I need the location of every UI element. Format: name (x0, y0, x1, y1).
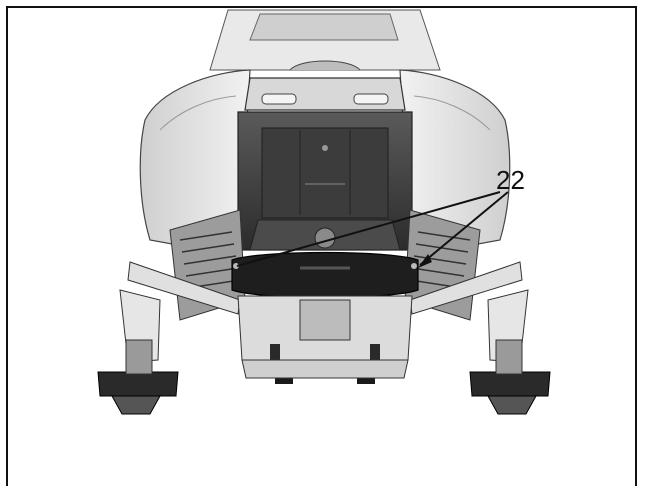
right-ski (469, 289, 551, 415)
lower-frame (237, 295, 413, 384)
callout-leader (236, 191, 509, 267)
callout-arrowhead (418, 254, 432, 268)
rear-rack (244, 60, 406, 111)
left-suspension (127, 209, 246, 321)
callout-label: 22 (496, 165, 525, 195)
left-ski (97, 289, 179, 415)
left-side-panel (139, 69, 251, 251)
rear-bumper (231, 251, 419, 299)
tunnel (237, 111, 413, 251)
windshield (209, 9, 441, 71)
right-side-panel (399, 69, 511, 251)
